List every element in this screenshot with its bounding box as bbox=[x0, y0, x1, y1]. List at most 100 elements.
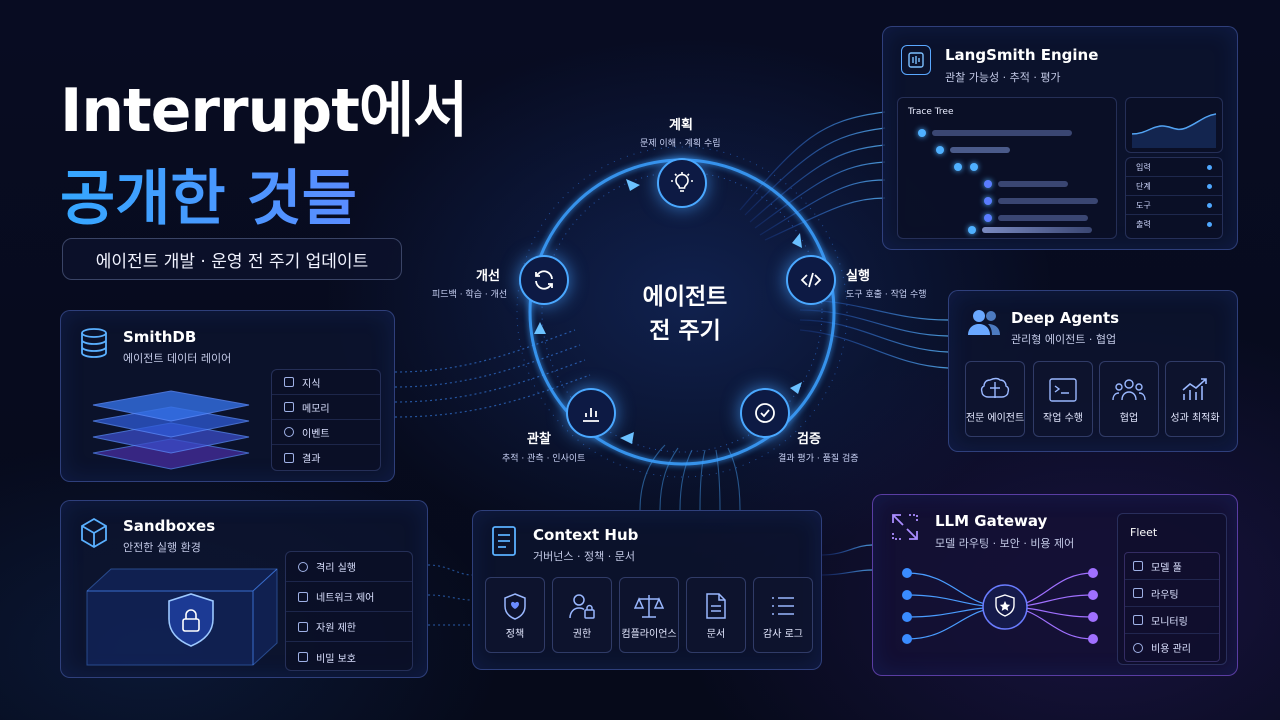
fleet-item-routing[interactable]: 라우팅 bbox=[1125, 580, 1219, 607]
fleet-list: 모델 풀 라우팅 모니터링 비용 관리 bbox=[1124, 552, 1220, 662]
routing-graphic bbox=[902, 568, 1098, 644]
smithdb-panel[interactable]: SmithDB 에이전트 데이터 레이어 지식 메모리 이벤트 결과 bbox=[60, 310, 395, 482]
llm-gateway-panel[interactable]: LLM Gateway 모델 라우팅 · 보안 · 비용 제어 Fleet 모델… bbox=[872, 494, 1238, 676]
clock-icon bbox=[284, 427, 294, 437]
lock-shield-icon bbox=[168, 593, 214, 647]
trace-mini-list: 입력 단계 도구 출력 bbox=[1125, 157, 1223, 239]
item-label: 이벤트 bbox=[302, 428, 330, 440]
trace-node bbox=[954, 163, 962, 171]
headline-subtitle: 공개한 것들 bbox=[60, 150, 357, 237]
trace-node bbox=[984, 180, 992, 188]
trace-tree[interactable]: Trace Tree bbox=[897, 97, 1117, 239]
hub-tile-permission[interactable]: 권한 bbox=[552, 577, 612, 653]
step-improve-sub: 피드백 · 학습 · 개선 bbox=[432, 290, 508, 300]
agent-tile-task[interactable]: 작업 수행 bbox=[1033, 361, 1093, 437]
sandbox-list: 격리 실행 네트워크 제어 자원 제한 비밀 보호 bbox=[285, 551, 413, 671]
langsmith-panel[interactable]: LangSmith Engine 관찰 가능성 · 추적 · 평가 Trace … bbox=[882, 26, 1238, 250]
item-label: 지식 bbox=[302, 378, 321, 390]
trace-node bbox=[968, 226, 976, 234]
trace-node bbox=[918, 129, 926, 137]
dollar-icon bbox=[1133, 642, 1143, 653]
model-pool-icon bbox=[1133, 561, 1143, 571]
item-label: 모니터링 bbox=[1151, 616, 1188, 628]
gateway-icon bbox=[889, 511, 919, 541]
smithdb-item-memory[interactable]: 메모리 bbox=[272, 395, 380, 420]
sandboxes-title: Sandboxes bbox=[123, 517, 216, 535]
sparkline-chart bbox=[1125, 97, 1223, 153]
sandbox-item-network[interactable]: 네트워크 제어 bbox=[286, 582, 412, 612]
headline-title: Interrupt에서 bbox=[60, 76, 468, 146]
hub-tile-policy[interactable]: 정책 bbox=[485, 577, 545, 653]
sandbox-item-resource[interactable]: 자원 제한 bbox=[286, 612, 412, 642]
trace-bar bbox=[932, 130, 1072, 136]
item-label: 라우팅 bbox=[1151, 589, 1179, 601]
sandboxes-panel[interactable]: Sandboxes 안전한 실행 환경 격리 실행 네트워크 제어 자원 제한 … bbox=[60, 500, 428, 678]
agent-tile-specialist[interactable]: 전문 에이전트 bbox=[965, 361, 1025, 437]
trace-bar bbox=[998, 198, 1098, 204]
step-improve-label: 개선 bbox=[476, 269, 500, 284]
fleet-item-model-pool[interactable]: 모델 풀 bbox=[1125, 553, 1219, 580]
tile-label: 컴플라이언스 bbox=[621, 629, 677, 640]
code-icon[interactable] bbox=[786, 255, 836, 305]
agent-tile-collab[interactable]: 협업 bbox=[1099, 361, 1159, 437]
lightbulb-icon[interactable] bbox=[657, 158, 707, 208]
mini-item-label: 입력 bbox=[1136, 162, 1151, 172]
chip-icon bbox=[901, 45, 931, 75]
context-hub-panel[interactable]: Context Hub 거버넌스 · 정책 · 문서 정책 권한 컴플라이언스 … bbox=[472, 510, 822, 670]
tile-label: 문서 bbox=[706, 629, 726, 640]
tile-label: 권한 bbox=[572, 629, 592, 640]
database-icon bbox=[79, 327, 109, 358]
smithdb-subtitle: 에이전트 데이터 레이어 bbox=[123, 352, 232, 365]
smithdb-list: 지식 메모리 이벤트 결과 bbox=[271, 369, 381, 471]
agent-tile-optimize[interactable]: 성과 최적화 bbox=[1165, 361, 1225, 437]
hub-tile-docs[interactable]: 문서 bbox=[686, 577, 746, 653]
trace-node bbox=[936, 146, 944, 154]
item-label: 자원 제한 bbox=[316, 623, 356, 634]
refresh-icon[interactable] bbox=[519, 255, 569, 305]
sandboxes-subtitle: 안전한 실행 환경 bbox=[123, 541, 201, 554]
sandbox-item-secret[interactable]: 비밀 보호 bbox=[286, 642, 412, 672]
hub-tile-audit[interactable]: 감사 로그 bbox=[753, 577, 813, 653]
deep-agents-title: Deep Agents bbox=[1011, 309, 1120, 327]
langsmith-subtitle: 관찰 가능성 · 추적 · 평가 bbox=[945, 71, 1061, 84]
bar-chart-icon[interactable] bbox=[566, 388, 616, 438]
step-verify-label: 검증 bbox=[797, 432, 821, 447]
tile-label: 작업 수행 bbox=[1043, 413, 1083, 424]
step-verify-sub: 결과 평가 · 품질 검증 bbox=[778, 454, 859, 464]
tile-label: 정책 bbox=[505, 629, 525, 640]
deep-agents-subtitle: 관리형 에이전트 · 협업 bbox=[1011, 333, 1117, 346]
item-label: 메모리 bbox=[302, 403, 330, 415]
memory-icon bbox=[284, 402, 294, 412]
trace-bar bbox=[998, 181, 1068, 187]
deep-agents-panel[interactable]: Deep Agents 관리형 에이전트 · 협업 전문 에이전트 작업 수행 … bbox=[948, 290, 1238, 452]
routing-icon bbox=[1133, 588, 1143, 598]
item-label: 비밀 보호 bbox=[316, 653, 356, 665]
users-icon bbox=[967, 307, 1000, 337]
sandbox-item-isolation[interactable]: 격리 실행 bbox=[286, 552, 412, 582]
step-observe-sub: 추적 · 관측 · 인사이트 bbox=[502, 454, 586, 464]
sandbox-box-graphic bbox=[86, 568, 278, 666]
check-circle-icon[interactable] bbox=[740, 388, 790, 438]
smithdb-item-results[interactable]: 결과 bbox=[272, 445, 380, 470]
mini-item: 단계 bbox=[1126, 177, 1222, 196]
box-icon bbox=[284, 452, 294, 463]
hub-tile-compliance[interactable]: 컴플라이언스 bbox=[619, 577, 679, 653]
item-label: 비용 관리 bbox=[1151, 644, 1191, 655]
mini-item-label: 단계 bbox=[1136, 181, 1151, 191]
network-icon bbox=[298, 591, 308, 602]
fleet-item-monitoring[interactable]: 모니터링 bbox=[1125, 607, 1219, 634]
check-icon bbox=[298, 561, 308, 572]
mini-item-label: 도구 bbox=[1136, 200, 1151, 210]
smithdb-item-knowledge[interactable]: 지식 bbox=[272, 370, 380, 395]
fleet-item-cost[interactable]: 비용 관리 bbox=[1125, 634, 1219, 661]
context-hub-subtitle: 거버넌스 · 정책 · 문서 bbox=[533, 550, 635, 563]
item-label: 결과 bbox=[302, 454, 321, 465]
step-plan-label: 계획 bbox=[669, 118, 693, 133]
center-line-2: 전 주기 bbox=[649, 318, 721, 344]
step-plan-sub: 문제 이해 · 계획 수립 bbox=[640, 139, 721, 149]
smithdb-item-events[interactable]: 이벤트 bbox=[272, 420, 380, 445]
file-icon bbox=[284, 377, 294, 387]
data-layers-graphic bbox=[92, 390, 250, 470]
trace-bar bbox=[998, 215, 1088, 221]
item-label: 네트워크 제어 bbox=[316, 593, 375, 604]
